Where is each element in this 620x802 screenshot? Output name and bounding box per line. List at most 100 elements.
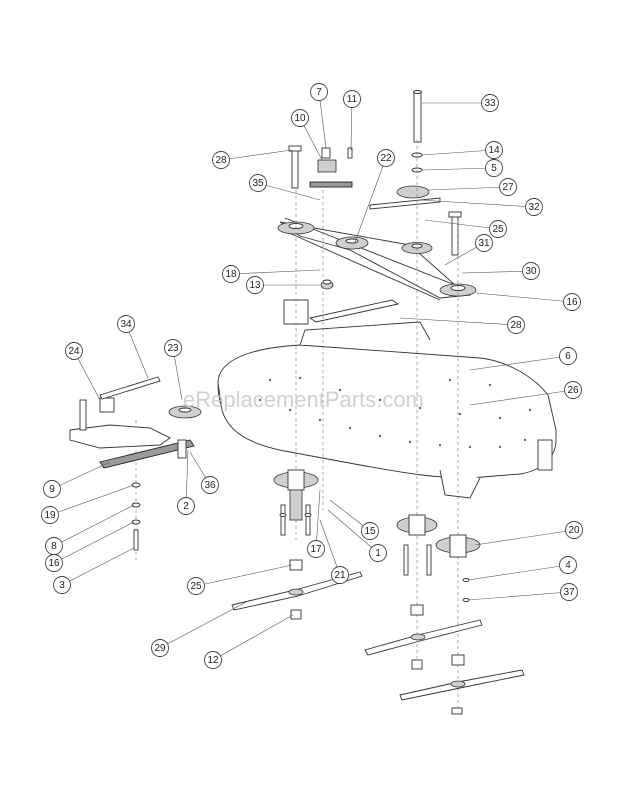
callout-leader-line — [73, 350, 101, 401]
callout-circle — [249, 174, 267, 192]
deck-housing — [217, 321, 557, 499]
callout-29: 29 — [151, 639, 169, 657]
callout-number: 10 — [294, 113, 306, 124]
small-parts-7-10-11 — [309, 147, 353, 188]
callout-leader-line — [318, 91, 327, 149]
callout-circle — [559, 347, 577, 365]
bolt-28-top — [288, 145, 302, 189]
callout-number: 33 — [484, 98, 496, 109]
callout-leader-line — [469, 389, 574, 406]
callout-number: 21 — [334, 570, 346, 581]
callout-leader-line — [212, 614, 294, 661]
callout-leader-line — [467, 591, 570, 601]
idler-arm-9 — [99, 439, 195, 469]
spindle-housing-left — [273, 469, 319, 521]
callout-circle — [343, 90, 361, 108]
hardware-column-right — [403, 544, 470, 602]
callout-number: 19 — [44, 510, 56, 521]
callout-leader-line — [319, 519, 341, 576]
callout-8: 8 — [45, 537, 63, 555]
callout-leader-line — [421, 149, 495, 156]
callout-leader-line — [467, 564, 569, 581]
callout-number: 35 — [252, 178, 264, 189]
callout-28: 28 — [212, 151, 230, 169]
spindle-housing-right — [435, 534, 481, 558]
callout-number: 25 — [190, 581, 202, 592]
callout-23: 23 — [164, 339, 182, 357]
callout-leader-line — [125, 323, 149, 379]
callout-leader-line — [354, 157, 387, 243]
callout-number: 24 — [68, 346, 80, 357]
callout-number: 13 — [249, 280, 261, 291]
washers-14-5 — [411, 152, 423, 173]
callout-circle — [361, 522, 379, 540]
callout-12: 12 — [204, 651, 222, 669]
callout-circle — [41, 506, 59, 524]
idler-arm-28 — [283, 299, 400, 325]
callout-number: 2 — [183, 501, 189, 512]
callout-number: 11 — [347, 94, 358, 105]
callout-26: 26 — [564, 381, 582, 399]
callout-circle — [177, 497, 195, 515]
callout-number: 22 — [380, 153, 392, 164]
bracket-hardware — [131, 482, 141, 551]
callout-number: 14 — [488, 145, 500, 156]
callout-17: 17 — [307, 540, 325, 558]
callout-number: 34 — [120, 319, 132, 330]
callout-circle — [187, 577, 205, 595]
callout-number: 6 — [565, 351, 571, 362]
callout-circle — [53, 576, 71, 594]
callout-1: 1 — [369, 544, 387, 562]
callout-number: 7 — [316, 87, 322, 98]
callout-number: 16 — [566, 297, 578, 308]
callout-leader-line — [474, 529, 575, 546]
callout-circle — [475, 234, 493, 252]
callout-6: 6 — [559, 347, 577, 365]
gauge-bracket-24 — [69, 397, 171, 449]
callout-number: 18 — [225, 269, 237, 280]
callout-circle — [485, 159, 503, 177]
callout-number: 17 — [310, 544, 322, 555]
callout-circle — [45, 554, 63, 572]
bolt-25-right — [448, 211, 462, 256]
callout-circle — [525, 198, 543, 216]
callout-24: 24 — [65, 342, 83, 360]
callout-number: 3 — [59, 580, 65, 591]
spindle-pulley-right — [439, 283, 477, 297]
callout-3: 3 — [53, 576, 71, 594]
callout-circle — [222, 265, 240, 283]
callout-number: 27 — [502, 182, 514, 193]
callout-leader-line — [51, 461, 111, 490]
callout-circle — [65, 342, 83, 360]
spindle-housing-center — [396, 514, 438, 536]
callout-circle — [377, 149, 395, 167]
callout-34: 34 — [117, 315, 135, 333]
callout-18: 18 — [222, 265, 240, 283]
callout-9: 9 — [43, 480, 61, 498]
callout-number: 25 — [492, 224, 504, 235]
callout-31: 31 — [475, 234, 493, 252]
callout-28: 28 — [507, 316, 525, 334]
callout-circle — [522, 262, 540, 280]
callout-circle — [164, 339, 182, 357]
callout-number: 26 — [567, 385, 579, 396]
callout-number: 8 — [51, 541, 57, 552]
top-pulley-27 — [369, 185, 441, 210]
callout-circle — [291, 109, 309, 127]
blade-right — [399, 669, 525, 701]
callout-25: 25 — [489, 220, 507, 238]
idler-pulley-23 — [168, 405, 202, 419]
callout-number: 28 — [215, 155, 227, 166]
callout-25: 25 — [187, 577, 205, 595]
callout-leader-line — [159, 599, 251, 649]
callout-35: 35 — [249, 174, 267, 192]
callout-leader-line — [49, 484, 135, 516]
callout-16: 16 — [563, 293, 581, 311]
callout-27: 27 — [499, 178, 517, 196]
callout-number: 23 — [167, 343, 179, 354]
callout-number: 20 — [568, 525, 580, 536]
callout-4: 4 — [559, 556, 577, 574]
callout-circle — [117, 315, 135, 333]
callout-number: 1 — [375, 548, 381, 559]
